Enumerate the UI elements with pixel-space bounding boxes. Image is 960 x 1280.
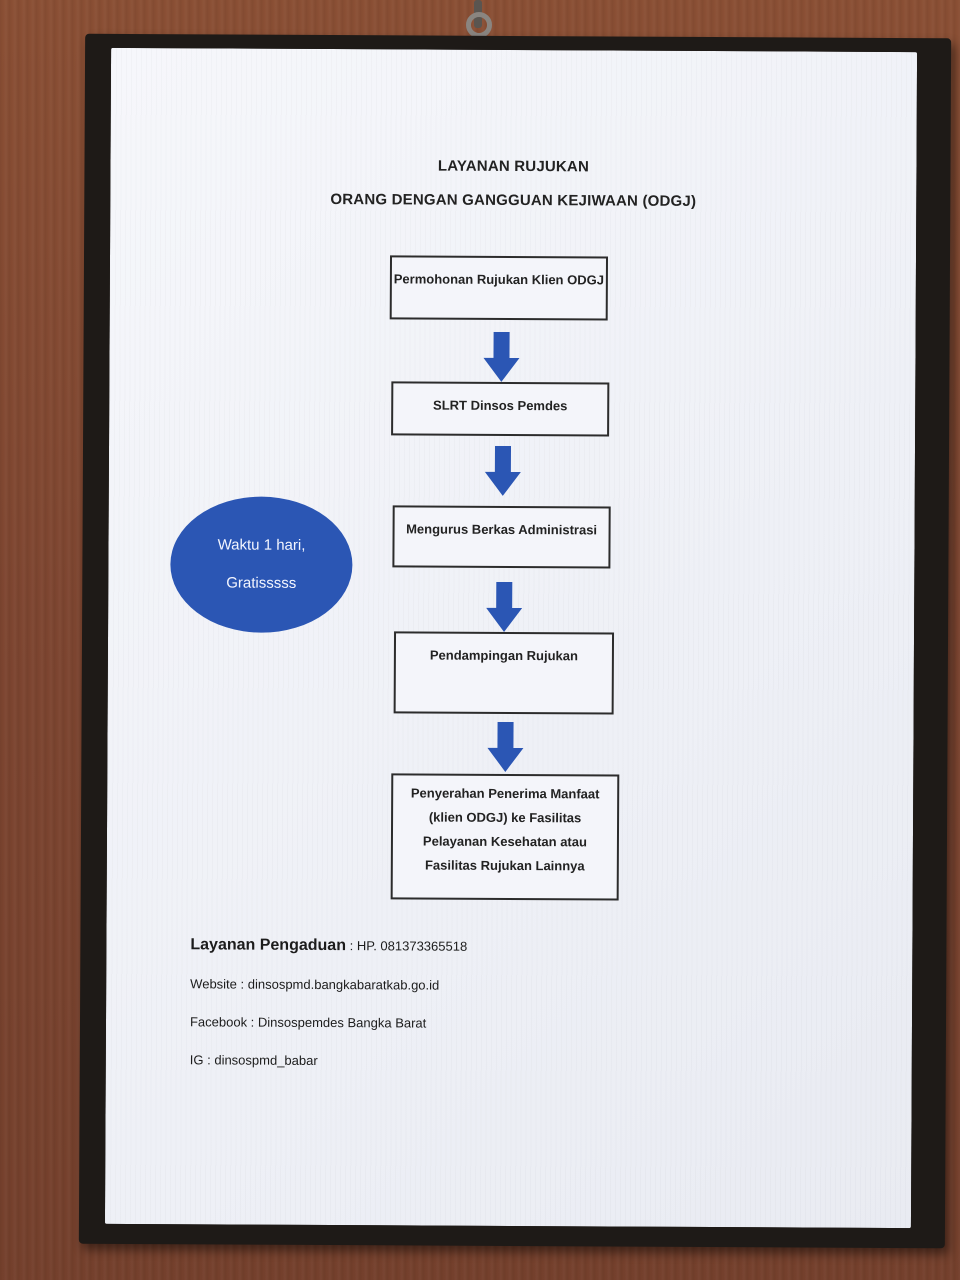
facebook-line: Facebook : Dinsospemdes Bangka Barat: [189, 1014, 427, 1031]
flow-step-2-label: SLRT Dinsos Pemdes: [433, 397, 568, 414]
poster-subtitle: ORANG DENGAN GANGGUAN KEJIWAAN (ODGJ): [330, 191, 697, 210]
flow-step-2: SLRT Dinsos Pemdes: [391, 381, 610, 437]
flow-step-1-label: Permohonan Rujukan Klien ODGJ: [393, 271, 605, 288]
hook-ring: [466, 12, 492, 38]
wall-hook: [458, 0, 500, 40]
flow-step-5-label: Penyerahan Penerima Manfaat (klien ODGJ)…: [410, 785, 600, 874]
info-circle: Waktu 1 hari, Gratisssss: [170, 496, 353, 634]
poster-title: LAYANAN RUJUKAN: [437, 157, 590, 176]
instagram-line: IG : dinsospmd_babar: [189, 1052, 318, 1068]
complaint-label: Layanan Pengaduan: [190, 936, 347, 955]
picture-frame: LAYANAN RUJUKAN ORANG DENGAN GANGGUAN KE…: [78, 33, 952, 1249]
flow-step-3-label: Mengurus Berkas Administrasi: [406, 521, 598, 538]
flow-step-4: Pendampingan Rujukan: [393, 631, 615, 715]
arrow-down-icon: [483, 331, 520, 382]
info-circle-line2: Gratisssss: [226, 574, 297, 592]
arrow-down-icon: [486, 581, 523, 632]
arrow-down-icon: [484, 445, 521, 496]
flow-step-1: Permohonan Rujukan Klien ODGJ: [389, 255, 609, 321]
flow-step-5: Penyerahan Penerima Manfaat (klien ODGJ)…: [390, 773, 620, 901]
info-circle-line1: Waktu 1 hari,: [217, 536, 306, 554]
flow-step-4-label: Pendampingan Rujukan: [429, 647, 578, 664]
website-line: Website : dinsospmd.bangkabaratkab.go.id: [190, 976, 440, 993]
poster-paper: LAYANAN RUJUKAN ORANG DENGAN GANGGUAN KE…: [104, 47, 918, 1229]
arrow-down-icon: [487, 721, 524, 772]
complaint-phone: : HP. 081373365518: [349, 938, 468, 954]
flow-step-3: Mengurus Berkas Administrasi: [392, 505, 611, 569]
complaint-line: Layanan Pengaduan : HP. 081373365518: [190, 936, 467, 955]
